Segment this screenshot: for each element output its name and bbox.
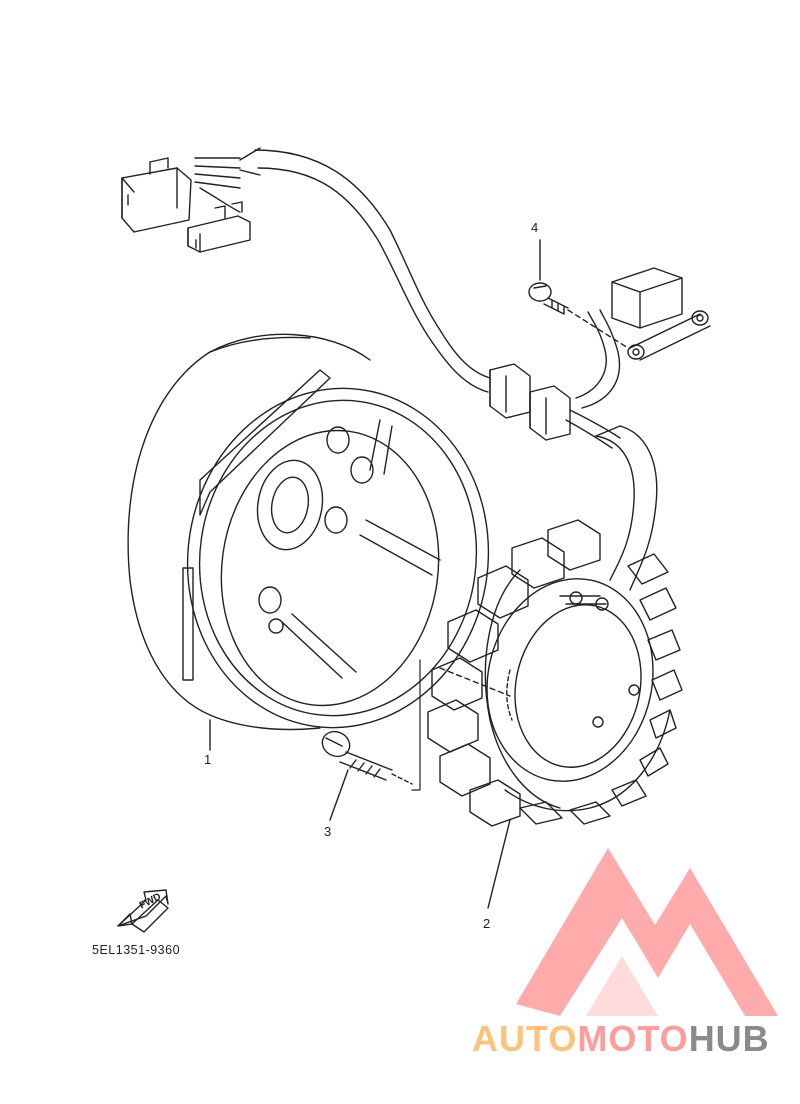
brand-part-moto: MOTO: [577, 1018, 689, 1059]
stator-part-2: [411, 519, 683, 909]
callout-2: 2: [483, 916, 490, 931]
callout-1: 1: [204, 752, 211, 767]
brand-part-hub: HUB: [688, 1018, 770, 1059]
callout-4: 4: [531, 220, 538, 235]
pickup-coil-assembly: [575, 267, 711, 409]
screw-part-3: [321, 730, 413, 821]
watermark-brand: AUTOMOTOHUB: [472, 1018, 770, 1060]
stator-lead-cable: [595, 425, 658, 591]
stator-poles: [427, 519, 683, 827]
automotohub-logo-icon: [516, 848, 778, 1016]
part-code: 5EL1351-9360: [92, 943, 181, 957]
screw-part-4: [528, 239, 629, 349]
wire-harness: [121, 147, 491, 393]
fwd-arrow-icon: [117, 889, 169, 933]
harness-connectors-mid: [489, 363, 621, 449]
callout-3: 3: [324, 824, 331, 839]
brand-part-auto: AUTO: [472, 1018, 578, 1059]
flywheel-rotor-part-1: [127, 333, 490, 751]
